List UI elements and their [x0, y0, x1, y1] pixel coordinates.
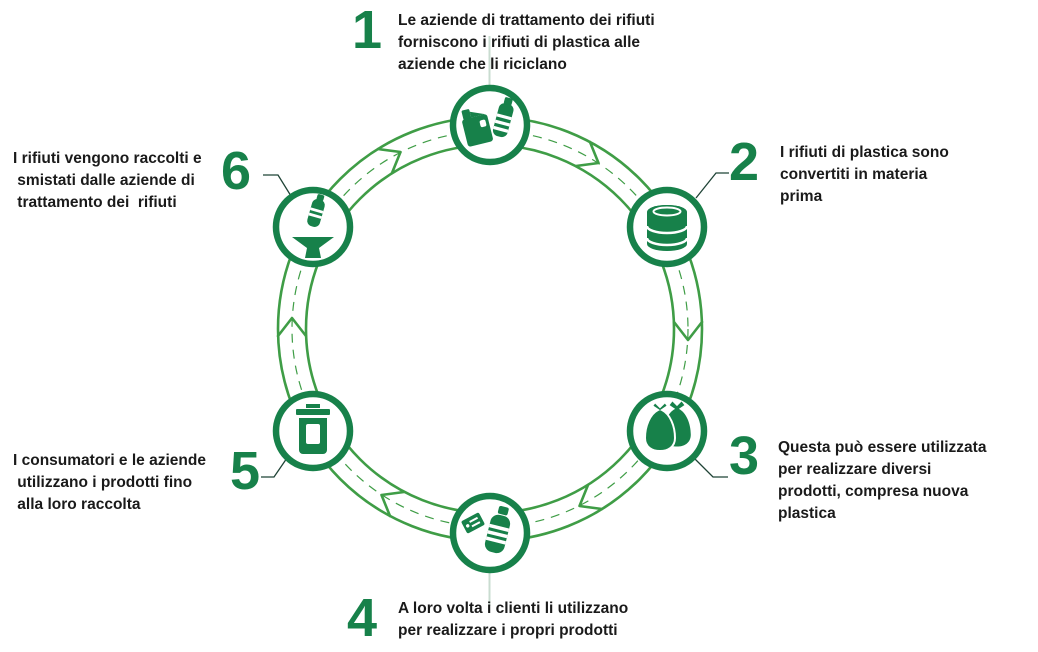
step-2-line-3: prima [780, 188, 823, 205]
trash-bags-icon [643, 400, 691, 453]
chevron-right [672, 320, 704, 342]
step-4-icon-badge [449, 492, 531, 574]
step-1-text: Le aziende di trattamento dei rifiuti fo… [398, 10, 655, 76]
step-5-line-1: I consumatori e le aziende [13, 452, 206, 469]
step-1-line-2: forniscono i rifiuti di plastica alle [398, 34, 641, 51]
plastic-jug-and-bottle-icon [461, 97, 514, 147]
step-3-icon-badge [626, 390, 708, 472]
ring-inner-circle [304, 143, 676, 515]
step-5-line-2: utilizzano i prodotti fino [13, 474, 193, 491]
step-1-number: 1 [352, 0, 383, 60]
bottle-into-funnel-icon [292, 194, 334, 258]
step-3-line-2: per realizzare diversi [778, 461, 932, 478]
step-2-line-1: I rifiuti di plastica sono [780, 144, 949, 161]
step-4-number: 4 [347, 588, 378, 648]
step-6-line-3: trattamento dei rifiuti [13, 194, 177, 211]
step-3-text: Questa può essere utilizzata per realizz… [778, 437, 986, 525]
ring-outer-circle [276, 115, 704, 543]
step-6-line-1: I rifiuti vengono raccolti e [13, 150, 202, 167]
step-2-line-2: convertiti in materia [780, 166, 928, 183]
step-1-line-1: Le aziende di trattamento dei rifiuti [398, 12, 655, 29]
step-1-icon-badge [449, 84, 531, 166]
step-5-icon-badge [272, 390, 354, 472]
step-2-number: 2 [729, 132, 760, 192]
step-5-number: 5 [230, 441, 261, 501]
step-6-icon-badge [272, 186, 354, 268]
step-3-line-3: prodotti, compresa nuova [778, 483, 969, 500]
step-4-line-1: A loro volta i clienti li utilizzano [398, 600, 629, 617]
step-1-line-3: aziende che li riciclano [398, 56, 567, 73]
step-5-line-3: alla loro raccolta [13, 496, 141, 513]
chevron-top-left [376, 147, 402, 175]
step-5-callout-line [261, 457, 288, 478]
step-3-number: 3 [729, 426, 760, 486]
step-4-text: A loro volta i clienti li utilizzano per… [398, 598, 628, 642]
step-6-number: 6 [221, 141, 252, 201]
ring-dashed-circle [291, 130, 689, 528]
step-3-line-1: Questa può essere utilizzata [778, 439, 987, 456]
bottle-with-tag-icon [461, 505, 511, 554]
step-5-text: I consumatori e le aziende utilizzano i … [13, 450, 206, 516]
step-6-line-2: smistati dalle aziende di [13, 172, 195, 189]
step-4-line-2: per realizzare i propri prodotti [398, 622, 618, 639]
chevron-bottom-left [380, 490, 406, 518]
step-2-icon-badge [626, 186, 708, 268]
step-6-callout-line [263, 174, 292, 197]
step-2-text: I rifiuti di plastica sono convertiti in… [780, 142, 949, 208]
step-3-callout-line [694, 458, 728, 478]
step-6-text: I rifiuti vengono raccolti e smistati da… [13, 148, 202, 214]
barrel-icon [645, 205, 689, 251]
chevron-top-right [574, 140, 600, 168]
icon-circle [272, 186, 354, 268]
ring-chevrons [276, 140, 704, 518]
chevron-left [276, 316, 308, 338]
step-3-line-4: plastica [778, 505, 836, 522]
chevron-bottom-right [578, 483, 604, 511]
cycle-ring-band [276, 115, 704, 543]
trash-bin-icon [296, 404, 330, 454]
step-2-callout-line [695, 172, 729, 199]
callout-lines [261, 172, 729, 478]
